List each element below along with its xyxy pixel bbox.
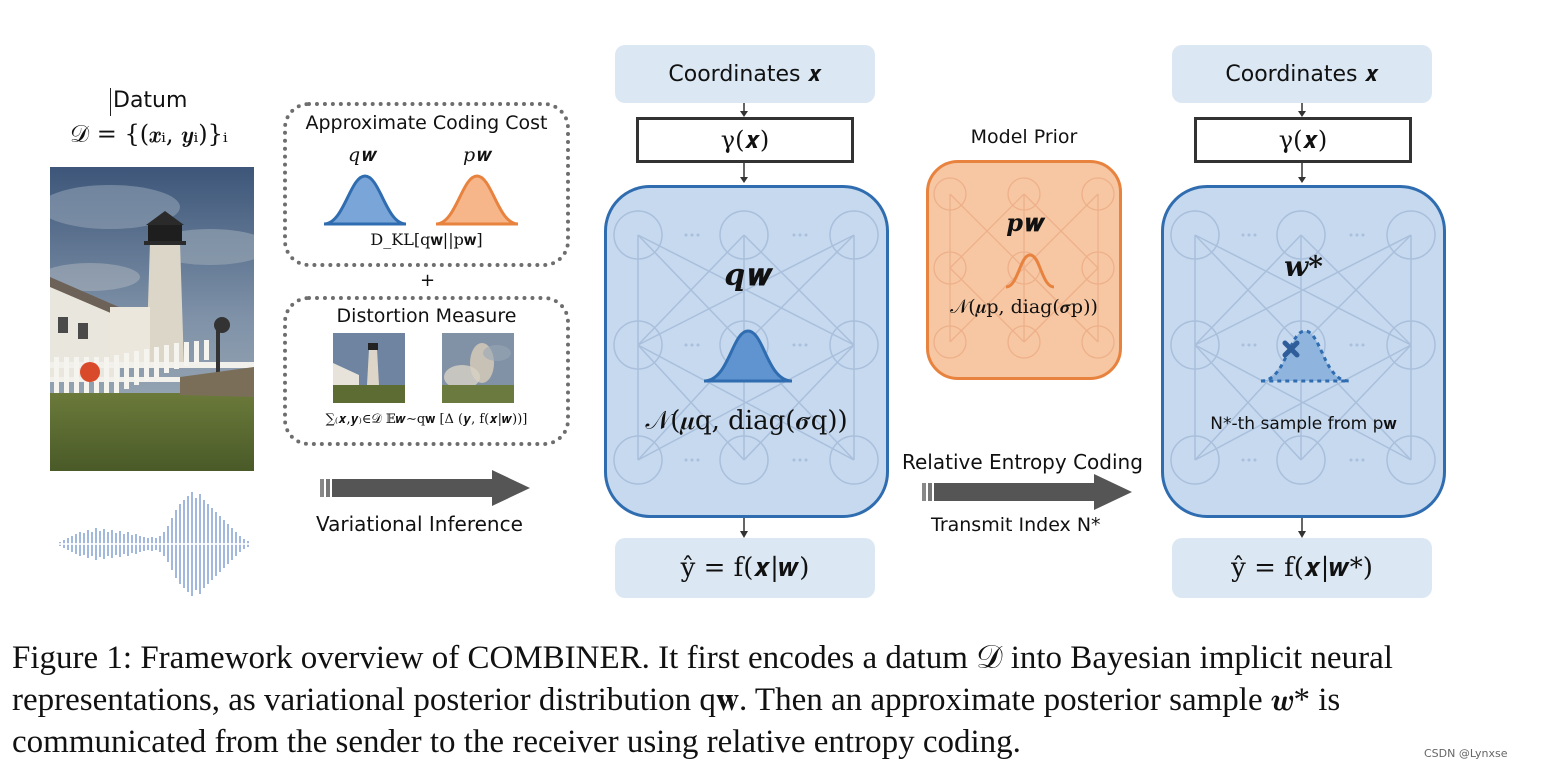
transmit-index-label: Transmit Index N* [931,514,1101,536]
model-prior-title: Model Prior [970,126,1078,148]
audio-waveform-image [58,492,252,596]
datum-label: Datum [113,88,188,113]
gamma-label-left: γ(𝒙) [720,126,770,154]
output-box-left: ŷ = f(𝒙|𝒘) [615,538,875,598]
q-gaussian-icon [323,174,407,226]
plus-sign: + [420,270,436,291]
network-graph-left [613,210,879,485]
arrow-down-icon [1298,518,1306,538]
q-w-label: q𝐰 [348,144,376,166]
p-gaussian-icon [435,174,519,226]
distortion-box [283,296,570,446]
p-w-prior-label: p𝐰 [1006,208,1042,237]
distortion-formula: ∑₍𝒙,𝒚₎∈𝒟 𝔼𝒘∼q𝐰 [Δ (𝒚, f(𝒙|𝒘))] [325,412,528,427]
network-graph-prior [933,177,1115,359]
distortion-title: Distortion Measure [336,305,517,327]
kl-formula: D_KL[q𝐰||p𝐰] [370,230,483,249]
reconstruction-thumbnail-image [442,333,514,403]
posterior-dist-label: 𝒩(𝝁q, diag(𝝈q)) [645,406,848,436]
prior-dist-label: 𝒩(𝝁p, diag(𝝈p)) [950,296,1098,318]
arrow-down-icon [740,103,748,117]
datum-formula: 𝒟 = {(𝒙ᵢ, 𝒚ᵢ)}ᵢ [70,120,228,148]
output-box-right: ŷ = f(𝒙|𝒘*) [1172,538,1432,598]
gamma-box-right: γ(𝒙) [1194,117,1412,163]
watermark: CSDN @Lynxse [1424,747,1508,760]
lighthouse-image [50,167,254,471]
arrow-down-icon [1298,163,1306,183]
gamma-label-right: γ(𝒙) [1278,126,1328,154]
output-label-right: ŷ = f(𝒙|𝒘*) [1231,552,1373,583]
w-star-label: 𝒘* [1284,250,1323,283]
p-w-label: p𝐰 [463,144,491,166]
coding-cost-title: Approximate Coding Cost [305,112,548,134]
arrow-down-icon [740,518,748,538]
coordinates-label-right: Coordinates 𝒙 [1225,61,1379,87]
coordinates-box-right: Coordinates 𝒙 [1172,45,1432,103]
relative-entropy-coding-label: Relative Entropy Coding [902,450,1143,474]
figure-caption: Figure 1: Framework overview of COMBINER… [12,640,1393,760]
relative-entropy-coding-arrow [922,474,1132,510]
coordinates-label-left: Coordinates 𝒙 [668,61,822,87]
gamma-box-left: γ(𝒙) [636,117,854,163]
q-w-network-label: q𝐰 [724,258,769,293]
output-label-left: ŷ = f(𝒙|𝒘) [680,552,810,583]
datum-cursor [110,88,111,116]
original-thumbnail-image [333,333,405,403]
sample-label: N*-th sample from p𝐰 [1210,414,1397,434]
variational-inference-label: Variational Inference [316,512,523,536]
coordinates-box-left: Coordinates 𝒙 [615,45,875,103]
network-graph-right [1170,210,1436,485]
arrow-down-icon [740,163,748,183]
coding-cost-box [283,102,570,267]
variational-inference-arrow [320,470,530,506]
arrow-down-icon [1298,103,1306,117]
